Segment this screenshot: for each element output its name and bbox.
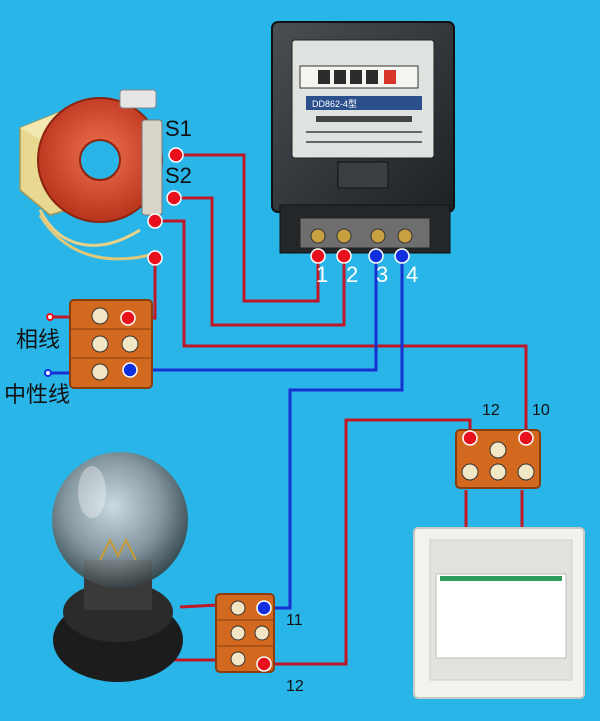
dot-lamp-12 bbox=[256, 656, 272, 672]
wall-switch bbox=[413, 527, 585, 699]
dot-transformer-bus bbox=[147, 213, 163, 229]
input-block-screw bbox=[91, 363, 109, 381]
dot-lamp-11 bbox=[256, 600, 272, 616]
neutral-connection-points bbox=[122, 248, 410, 616]
input-block-screw bbox=[91, 335, 109, 353]
lamp-highlight bbox=[78, 466, 106, 518]
wire-switch-to-lamp bbox=[266, 418, 472, 666]
switch-rocker bbox=[435, 573, 567, 659]
switch-terminal-12-label: 12 bbox=[482, 402, 500, 419]
dot-terminal-3 bbox=[368, 248, 384, 264]
lamp-block-screw bbox=[230, 625, 246, 641]
transformer-hole bbox=[79, 139, 121, 181]
meter-digit-decimal bbox=[384, 70, 396, 84]
wire-neutral-input-to-terminal-3 bbox=[130, 256, 378, 372]
switch-terminal-block bbox=[455, 429, 541, 489]
input-block-screw bbox=[121, 335, 139, 353]
wire-transformer-to-switch bbox=[155, 219, 528, 438]
input-terminal-block bbox=[69, 299, 153, 389]
dot-phase-input bbox=[120, 310, 136, 326]
meter-seal-plate bbox=[337, 161, 389, 189]
meter-digit bbox=[366, 70, 378, 84]
lamp-terminal-11-label: 11 bbox=[286, 612, 303, 629]
lamp-block-screw bbox=[230, 651, 246, 667]
meter-screw bbox=[397, 228, 413, 244]
neutral-line-label: 中性线 bbox=[4, 383, 71, 408]
lamp-bulb bbox=[52, 452, 188, 588]
dot-s2 bbox=[166, 190, 182, 206]
switch-terminal-10-label: 10 bbox=[532, 402, 550, 419]
meter-model-text: DD862-4型 bbox=[312, 99, 357, 109]
transformer-lead-wire bbox=[38, 209, 141, 247]
wire-terminal-4-to-lamp bbox=[264, 256, 404, 610]
meter-screw bbox=[336, 228, 352, 244]
phase-input-end bbox=[46, 313, 54, 321]
lamp-block-screw bbox=[230, 600, 246, 616]
meter-digit bbox=[318, 70, 330, 84]
dot-switch-10 bbox=[518, 430, 534, 446]
energy-meter: DD862-4型 bbox=[271, 21, 455, 254]
dot-terminal-4 bbox=[394, 248, 410, 264]
switch-indicator bbox=[440, 576, 562, 581]
input-block-body bbox=[69, 299, 153, 389]
lamp-filament bbox=[99, 537, 137, 561]
dot-switch-12 bbox=[462, 430, 478, 446]
meter-disc bbox=[316, 116, 412, 122]
meter-digit bbox=[334, 70, 346, 84]
dot-terminal-2 bbox=[336, 248, 352, 264]
switch-block-screw bbox=[517, 463, 535, 481]
lamp bbox=[52, 452, 188, 682]
wire-lamp-lead bbox=[179, 603, 219, 609]
lamp-terminal-12-label: 12 bbox=[286, 678, 304, 695]
dot-neutral-input bbox=[122, 362, 138, 378]
input-block-screw bbox=[91, 307, 109, 325]
meter-screw bbox=[370, 228, 386, 244]
transformer-bracket bbox=[119, 89, 157, 109]
terminal-label-1: 1 bbox=[316, 262, 329, 287]
wire-s2-to-terminal-2 bbox=[174, 196, 346, 327]
s1-label: S1 bbox=[165, 116, 192, 141]
phase-connection-points bbox=[120, 147, 534, 672]
switch-block-screw bbox=[461, 463, 479, 481]
meter-screw bbox=[310, 228, 326, 244]
s2-label: S2 bbox=[165, 163, 192, 188]
transformer-lead-wire bbox=[38, 214, 151, 261]
transformer-terminal-strip bbox=[141, 119, 163, 216]
phase-line-label: 相线 bbox=[16, 328, 61, 353]
terminal-label-4: 4 bbox=[406, 262, 419, 287]
meter-digit bbox=[350, 70, 362, 84]
switch-block-screw bbox=[489, 441, 507, 459]
wire-s1-to-terminal-1 bbox=[176, 153, 320, 303]
switch-block-screw bbox=[489, 463, 507, 481]
meter-model-plate bbox=[306, 96, 422, 110]
current-transformer bbox=[19, 89, 163, 261]
dot-transformer-input bbox=[147, 250, 163, 266]
terminal-label-2: 2 bbox=[346, 262, 359, 287]
neutral-input-end bbox=[44, 369, 52, 377]
dot-s1 bbox=[168, 147, 184, 163]
lamp-block-screw bbox=[254, 625, 270, 641]
dot-terminal-1 bbox=[310, 248, 326, 264]
terminal-label-3: 3 bbox=[376, 262, 389, 287]
